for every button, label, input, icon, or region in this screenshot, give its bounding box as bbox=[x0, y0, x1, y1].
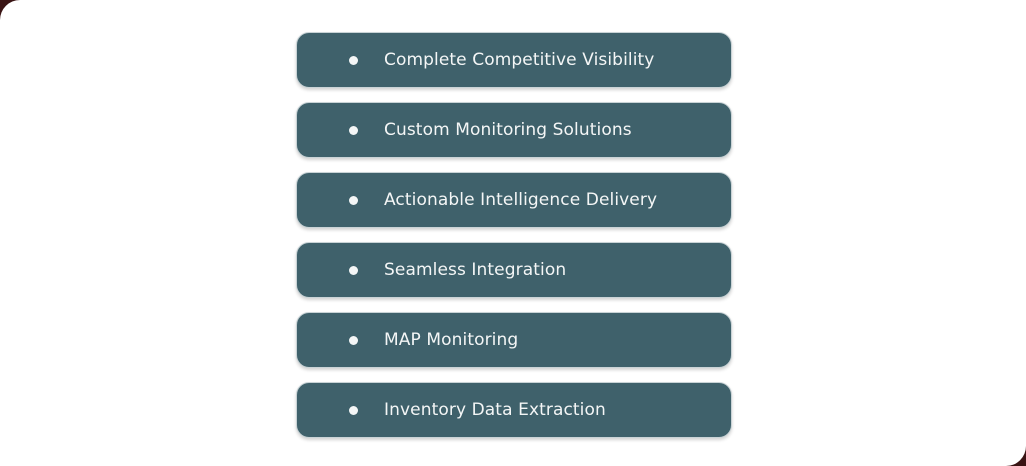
feature-label: Complete Competitive Visibility bbox=[384, 50, 655, 70]
feature-item-complete-competitive-visibility: Complete Competitive Visibility bbox=[296, 32, 732, 88]
feature-item-custom-monitoring-solutions: Custom Monitoring Solutions bbox=[296, 102, 732, 158]
feature-item-map-monitoring: MAP Monitoring bbox=[296, 312, 732, 368]
bullet-icon bbox=[349, 406, 358, 415]
feature-label: Custom Monitoring Solutions bbox=[384, 120, 632, 140]
feature-item-actionable-intelligence-delivery: Actionable Intelligence Delivery bbox=[296, 172, 732, 228]
feature-label: Inventory Data Extraction bbox=[384, 400, 606, 420]
bullet-icon bbox=[349, 126, 358, 135]
feature-item-seamless-integration: Seamless Integration bbox=[296, 242, 732, 298]
feature-label: Actionable Intelligence Delivery bbox=[384, 190, 658, 210]
bullet-icon bbox=[349, 196, 358, 205]
bullet-icon bbox=[349, 56, 358, 65]
feature-label: Seamless Integration bbox=[384, 260, 567, 280]
bullet-icon bbox=[349, 336, 358, 345]
feature-label: MAP Monitoring bbox=[384, 330, 519, 350]
feature-item-inventory-data-extraction: Inventory Data Extraction bbox=[296, 382, 732, 438]
feature-list: Complete Competitive Visibility Custom M… bbox=[296, 32, 732, 452]
bullet-icon bbox=[349, 266, 358, 275]
